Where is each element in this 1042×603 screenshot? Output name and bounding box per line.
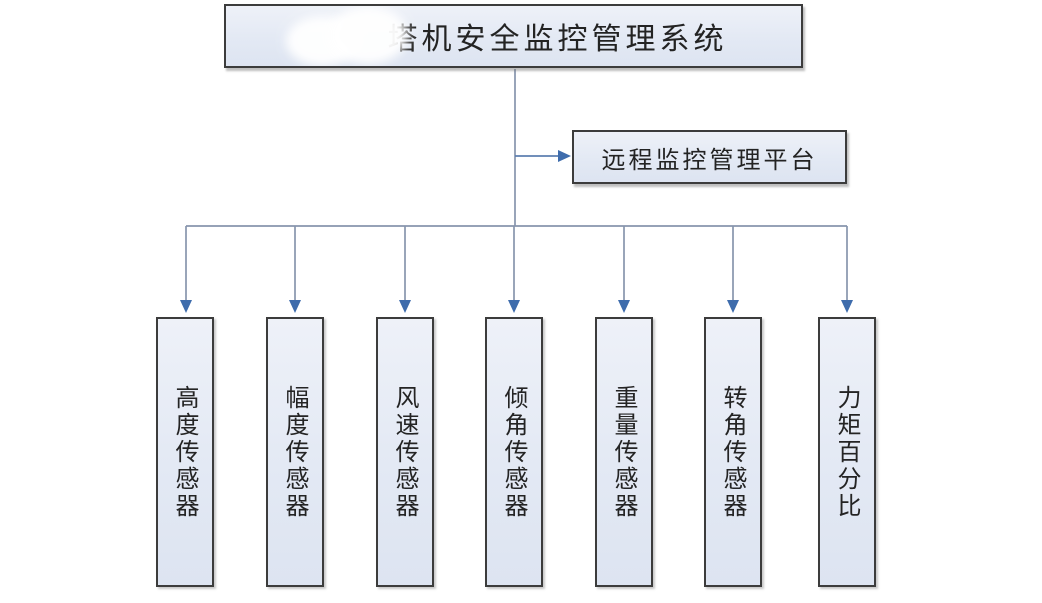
drop-arrowhead-1 xyxy=(180,300,192,313)
drop-arrowhead-2 xyxy=(289,300,301,313)
sensor-node-wind-speed: 风速传感器 xyxy=(376,317,434,587)
drop-arrowhead-7 xyxy=(841,300,853,313)
drop-arrowhead-3 xyxy=(399,300,411,313)
sensor-label-slew-angle: 转角传感器 xyxy=(719,384,747,520)
drop-arrowhead-6 xyxy=(727,300,739,313)
sensor-node-height: 高度传感器 xyxy=(156,317,214,587)
remote-platform-node: 远程监控管理平台 xyxy=(572,130,847,184)
drop-arrowhead-5 xyxy=(618,300,630,313)
sensor-label-height: 高度传感器 xyxy=(171,384,199,520)
sensor-node-torque-percentage: 力矩百分比 xyxy=(818,317,876,587)
sensor-label-wind-speed: 风速传感器 xyxy=(391,384,419,520)
sensor-node-weight: 重量传感器 xyxy=(595,317,653,587)
sensor-node-tilt-angle: 倾角传感器 xyxy=(485,317,543,587)
erased-logo-blob xyxy=(328,6,408,64)
platform-arrowhead xyxy=(558,150,571,162)
root-node-tower-crane-system: 塔机安全监控管理系统 xyxy=(224,4,803,68)
sensor-label-torque-percentage: 力矩百分比 xyxy=(833,384,861,520)
sensor-label-weight: 重量传感器 xyxy=(610,384,638,520)
drop-arrowhead-4 xyxy=(508,300,520,313)
sensor-node-slew-angle: 转角传感器 xyxy=(704,317,762,587)
sensor-node-amplitude: 幅度传感器 xyxy=(266,317,324,587)
sensor-label-amplitude: 幅度传感器 xyxy=(281,384,309,520)
remote-platform-label: 远程监控管理平台 xyxy=(601,145,818,174)
root-node-label: 塔机安全监控管理系统 xyxy=(387,22,728,57)
sensor-label-tilt-angle: 倾角传感器 xyxy=(500,384,528,520)
